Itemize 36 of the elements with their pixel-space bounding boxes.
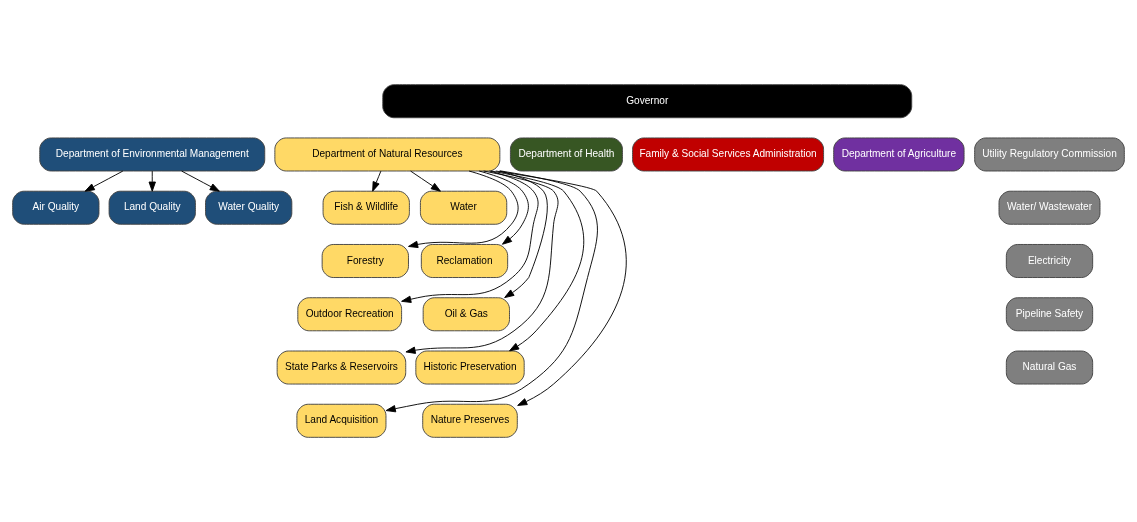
arrow [401,170,539,303]
node-box: Oil & Gas [422,297,510,332]
node-box: State Parks & Reservoirs [276,350,407,385]
arrow [490,170,585,352]
node-box: Family & Social Services Administration [632,137,825,172]
arrow [495,170,627,406]
node-box: Water/ Wastewater [998,190,1101,225]
node-box: Department of Agriculture [833,137,965,172]
arrow [181,170,220,192]
node-box: Outdoor Recreation [297,297,403,332]
arrow [385,170,598,413]
node-box: Land Acquisition [296,403,387,438]
node-box: Natural Gas [1005,350,1094,385]
node-box: Historic Preservation [415,350,525,385]
arrow [84,170,124,192]
node-box: Department of Environmental Management [39,137,266,172]
node-box: Department of Natural Resources [274,137,501,172]
node-box: Governor [382,84,913,119]
node-box: Electricity [1005,244,1094,278]
arrow [410,170,441,192]
arrow [372,170,382,192]
node-box: Utility Regulatory Commission [974,137,1125,172]
node-box: Land Quality [108,190,196,225]
node-box: Water [419,190,508,225]
arrow [408,170,519,249]
arrow [405,170,559,354]
node-box: Nature Preserves [422,403,518,438]
node-box: Air Quality [12,190,100,225]
node-box: Fish & Wildlife [322,190,410,225]
node-box: Reclamation [420,244,509,278]
node-box: Pipeline Safety [1005,297,1094,332]
arrow [478,170,529,245]
node-box: Forestry [321,244,409,278]
node-box: Department of Health [509,137,623,172]
arrow [148,170,156,192]
node-box: Water Quality [205,190,293,225]
